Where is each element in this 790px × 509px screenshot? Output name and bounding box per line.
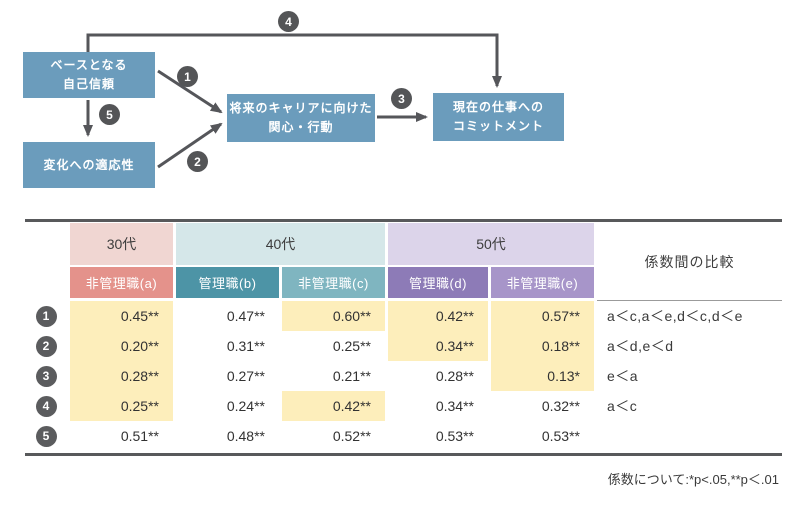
box-self-trust-line1: ベースとなる xyxy=(50,58,128,73)
value-cell-5a: 0.51** xyxy=(120,428,159,444)
value-cell-5e: 0.53** xyxy=(541,428,580,444)
box-job-commitment: 現在の仕事への コミットメント xyxy=(433,93,564,141)
row-badge-5: 5 xyxy=(35,425,57,447)
table-top-rule xyxy=(25,219,782,222)
value-cell-4d: 0.34** xyxy=(435,398,474,414)
value-cell-4a: 0.25** xyxy=(70,391,173,421)
subcol-header-d: 管理職(d) xyxy=(388,267,488,301)
row-badge-4: 4 xyxy=(35,395,57,417)
value-cell-1d: 0.42** xyxy=(388,301,488,331)
comparison-cell-3: e＜a xyxy=(607,368,639,384)
box-adaptability: 変化への適応性 xyxy=(23,142,155,188)
value-cell-3d: 0.28** xyxy=(435,368,474,384)
value-cell-4b: 0.24** xyxy=(226,398,265,414)
value-cell-1e: 0.57** xyxy=(491,301,594,331)
value-cell-2e: 0.18** xyxy=(491,331,594,361)
row-label-2: 2 xyxy=(25,331,67,361)
row-label-3: 3 xyxy=(25,361,67,391)
path-badge-3: 3 xyxy=(391,88,412,109)
col-header-50s: 50代 xyxy=(388,223,594,267)
value-cell-2d: 0.34** xyxy=(388,331,488,361)
row-label-5: 5 xyxy=(25,421,67,451)
col-header-30s: 30代 xyxy=(70,223,173,267)
comparison-header: 係数間の比較 xyxy=(597,223,782,301)
path-badge-5: 5 xyxy=(99,104,120,125)
box-career-interest-line1: 将来のキャリアに向けた xyxy=(229,101,373,116)
value-cell-1c: 0.60** xyxy=(282,301,385,331)
path-badge-1: 1 xyxy=(177,66,198,87)
value-cell-3a: 0.28** xyxy=(70,361,173,391)
value-cell-2b: 0.31** xyxy=(226,338,265,354)
box-career-interest-line2: 関心・行動 xyxy=(268,120,334,134)
subcol-header-c: 非管理職(c) xyxy=(282,267,385,301)
value-cell-1b: 0.47** xyxy=(226,308,265,324)
coefficient-table: 30代 40代 50代 係数間の比較 非管理職(a) 管理職(b) 非管理職(c… xyxy=(25,219,782,488)
subcol-header-e: 非管理職(e) xyxy=(491,267,594,301)
header-spacer xyxy=(25,267,67,301)
value-cell-2a: 0.20** xyxy=(70,331,173,361)
subcol-header-b: 管理職(b) xyxy=(176,267,279,301)
box-adaptability-line1: 変化への適応性 xyxy=(43,157,135,172)
subcol-header-a: 非管理職(a) xyxy=(70,267,173,301)
value-cell-3b: 0.27** xyxy=(226,368,265,384)
row-badge-3: 3 xyxy=(35,365,57,387)
value-cell-3e: 0.13* xyxy=(491,361,594,391)
value-cell-5d: 0.53** xyxy=(435,428,474,444)
comparison-cell-4: a＜c xyxy=(607,398,638,414)
value-cell-5c: 0.52** xyxy=(332,428,371,444)
table-grid: 30代 40代 50代 係数間の比較 非管理職(a) 管理職(b) 非管理職(c… xyxy=(25,223,782,451)
box-career-interest: 将来のキャリアに向けた 関心・行動 xyxy=(227,94,375,142)
path-badge-4: 4 xyxy=(278,11,299,32)
value-cell-4c: 0.42** xyxy=(282,391,385,421)
box-job-commitment-line2: コミットメント xyxy=(452,119,544,133)
header-spacer xyxy=(25,223,67,267)
box-self-trust-line2: 自己信頼 xyxy=(62,77,115,91)
col-header-40s: 40代 xyxy=(176,223,385,267)
box-self-trust: ベースとなる 自己信頼 xyxy=(23,52,155,98)
footnote: 係数について:*p<.05,**p＜.01 xyxy=(607,472,779,487)
value-cell-1a: 0.45** xyxy=(70,301,173,331)
value-cell-4e: 0.32** xyxy=(541,398,580,414)
comparison-cell-2: a＜d,e＜d xyxy=(607,338,674,354)
comparison-cell-5 xyxy=(597,421,782,451)
path-badge-2: 2 xyxy=(187,151,208,172)
comparison-cell-1: a＜c,a＜e,d＜c,d＜e xyxy=(607,308,743,324)
value-cell-3c: 0.21** xyxy=(332,368,371,384)
row-label-1: 1 xyxy=(25,301,67,331)
table-bottom-rule xyxy=(25,453,782,456)
row-label-4: 4 xyxy=(25,391,67,421)
row-badge-2: 2 xyxy=(35,335,57,357)
box-job-commitment-line1: 現在の仕事への xyxy=(452,100,544,115)
path-model-diagram: ベースとなる 自己信頼 変化への適応性 将来のキャリアに向けた 関心・行動 現在… xyxy=(0,0,790,218)
value-cell-5b: 0.48** xyxy=(226,428,265,444)
row-badge-1: 1 xyxy=(35,305,57,327)
value-cell-2c: 0.25** xyxy=(332,338,371,354)
